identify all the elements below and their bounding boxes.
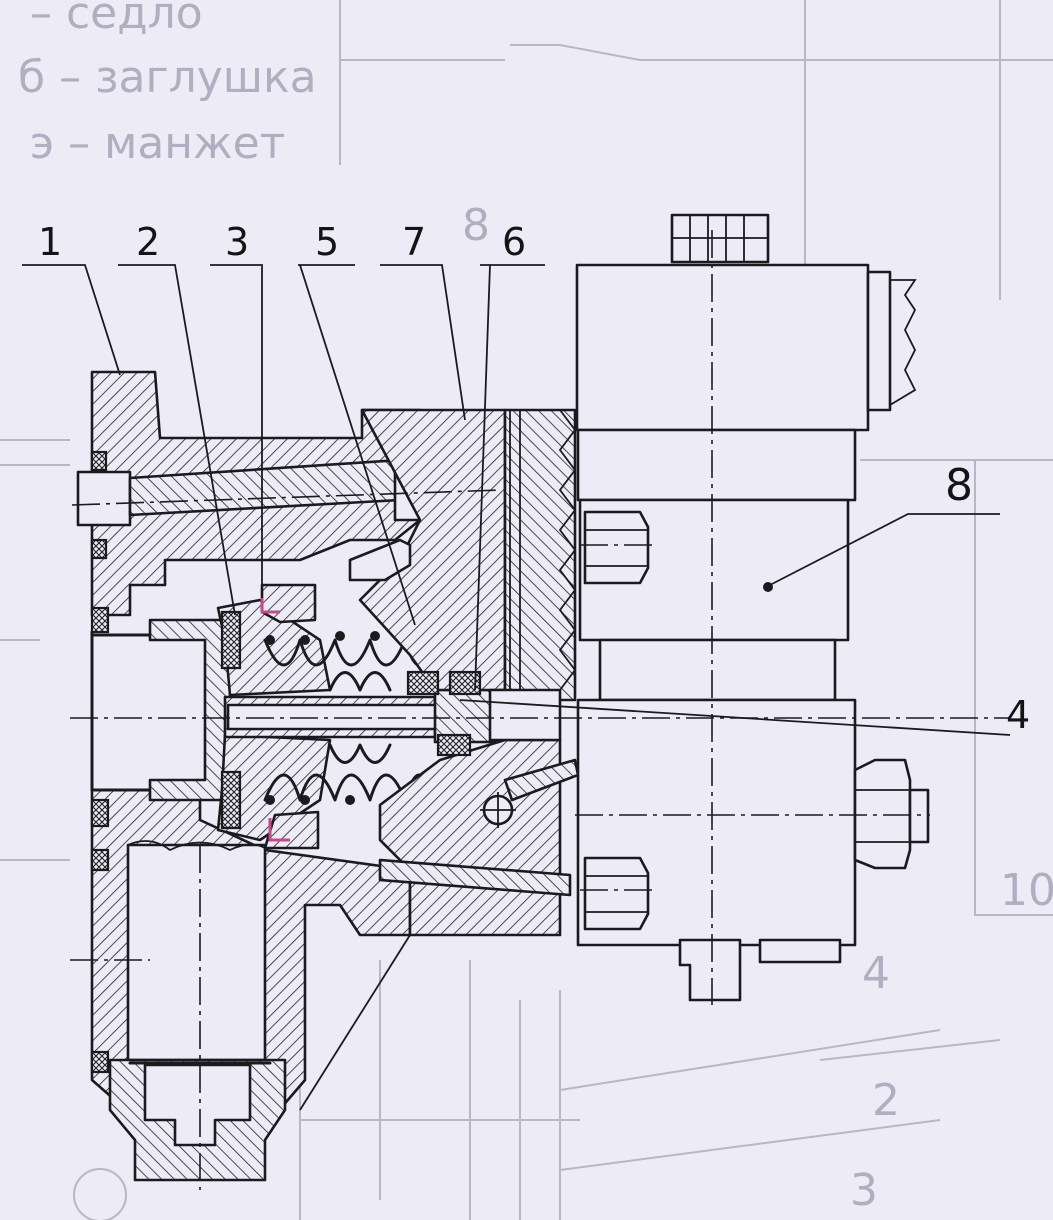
mounting-bolt-lower bbox=[583, 856, 650, 931]
leader-8-dot bbox=[763, 582, 773, 592]
centerlines bbox=[70, 230, 1010, 1190]
spring-dot-2 bbox=[300, 635, 310, 645]
spring-dot-1 bbox=[265, 635, 275, 645]
ghost-number-3: 3 bbox=[850, 1165, 878, 1216]
bleed-lines-bottom bbox=[299, 960, 1001, 1220]
housing-body-part-1 bbox=[76, 370, 462, 1182]
seal-block-3 bbox=[90, 606, 110, 634]
ghost-number-10: 10 bbox=[1000, 865, 1053, 916]
valve-seal-right bbox=[448, 670, 482, 696]
leader-7 bbox=[380, 264, 466, 421]
mounting-bolt-upper bbox=[583, 510, 650, 585]
cuff-lower bbox=[263, 810, 320, 850]
valve-seal-upper bbox=[406, 670, 440, 696]
seal-block-6 bbox=[90, 1050, 110, 1074]
break-line bbox=[127, 840, 266, 852]
spring-inner-upper bbox=[328, 671, 392, 692]
leader-lower bbox=[299, 934, 411, 1111]
cuff-upper bbox=[260, 583, 317, 624]
spring-dot-6 bbox=[300, 795, 310, 805]
inlet-port bbox=[90, 630, 152, 792]
spring-dot-7 bbox=[345, 795, 355, 805]
callout-6: 6 bbox=[502, 220, 526, 264]
leader-4 bbox=[459, 699, 1011, 736]
leader-2 bbox=[118, 264, 236, 616]
callout-3: 3 bbox=[225, 220, 249, 264]
leader-6 bbox=[474, 264, 545, 691]
seal-block-1 bbox=[90, 450, 108, 472]
callout-1: 1 bbox=[38, 220, 62, 264]
cover-right-flange bbox=[503, 408, 577, 702]
top-nut-knurl bbox=[672, 215, 768, 262]
spring-inner-lower bbox=[328, 743, 392, 764]
coil-upper-band bbox=[576, 428, 857, 502]
cuff-seal-upper bbox=[260, 598, 280, 614]
leader-5 bbox=[298, 264, 416, 626]
ghost-number-8: 8 bbox=[462, 200, 490, 251]
bleed-lines-side bbox=[0, 439, 1053, 916]
leader-3 bbox=[210, 264, 263, 595]
callout-2: 2 bbox=[136, 220, 160, 264]
connector-block bbox=[866, 270, 892, 412]
leader-1 bbox=[22, 264, 121, 376]
callout-8: 8 bbox=[945, 460, 973, 511]
callout-leaders bbox=[22, 264, 1011, 1111]
valve-stem bbox=[223, 688, 497, 744]
ghost-number-2: 2 bbox=[872, 1075, 900, 1126]
spring-dot-5 bbox=[265, 795, 275, 805]
coil-lower-neck bbox=[598, 638, 837, 702]
callout-4: 4 bbox=[1006, 693, 1030, 737]
seal-block-2 bbox=[90, 538, 108, 560]
bleed-text-2: б – заглушка bbox=[18, 52, 317, 103]
callout-7: 7 bbox=[402, 220, 426, 264]
bolt-head-upper bbox=[583, 510, 650, 585]
bolt-head-lower bbox=[583, 856, 650, 931]
cover-cavity bbox=[488, 688, 562, 742]
side-nut-stud bbox=[908, 788, 930, 844]
piston-seal-lower bbox=[220, 770, 242, 830]
cover-groove bbox=[348, 538, 412, 582]
piston-seal-upper bbox=[220, 610, 242, 670]
seal-block-5 bbox=[90, 848, 110, 872]
ghost-number-4: 4 bbox=[862, 948, 890, 999]
lower-passage bbox=[378, 858, 572, 897]
side-nut bbox=[853, 758, 930, 870]
bottom-fitting-bore bbox=[143, 1063, 252, 1147]
bottom-tab bbox=[758, 938, 842, 964]
seat-part-2 bbox=[148, 598, 332, 842]
seal-block-4 bbox=[90, 798, 110, 828]
connector-plug bbox=[889, 279, 917, 406]
left-bolt-head bbox=[76, 470, 132, 527]
upper-bolt-axis bbox=[71, 489, 501, 506]
spring-dot-4 bbox=[370, 631, 380, 641]
leader-8 bbox=[769, 513, 1000, 586]
solenoid-part-8 bbox=[575, 213, 930, 1002]
bleed-text-1: – седло bbox=[30, 0, 203, 39]
solenoid-cap bbox=[575, 263, 870, 432]
side-nut-body bbox=[853, 758, 912, 870]
valve-seal-lower bbox=[436, 733, 472, 757]
bottom-screw bbox=[678, 938, 742, 1002]
bleed-lines-top bbox=[339, 0, 1053, 300]
cuff-part-3 bbox=[260, 583, 320, 850]
lower-port-chamber bbox=[126, 843, 267, 1062]
cuff-seal-lower bbox=[268, 818, 290, 842]
callout-labels: 1 2 3 5 7 6 8 4 bbox=[38, 220, 1030, 737]
callout-5: 5 bbox=[315, 220, 339, 264]
cover-serrated-edge bbox=[558, 409, 577, 691]
valve-part-6 bbox=[406, 670, 482, 757]
stem-bore bbox=[226, 703, 440, 731]
bleed-text-3: э – манжет bbox=[30, 118, 285, 169]
spring-dot-3 bbox=[335, 631, 345, 641]
bleed-circle bbox=[73, 1168, 127, 1220]
seat-ring bbox=[148, 618, 232, 802]
